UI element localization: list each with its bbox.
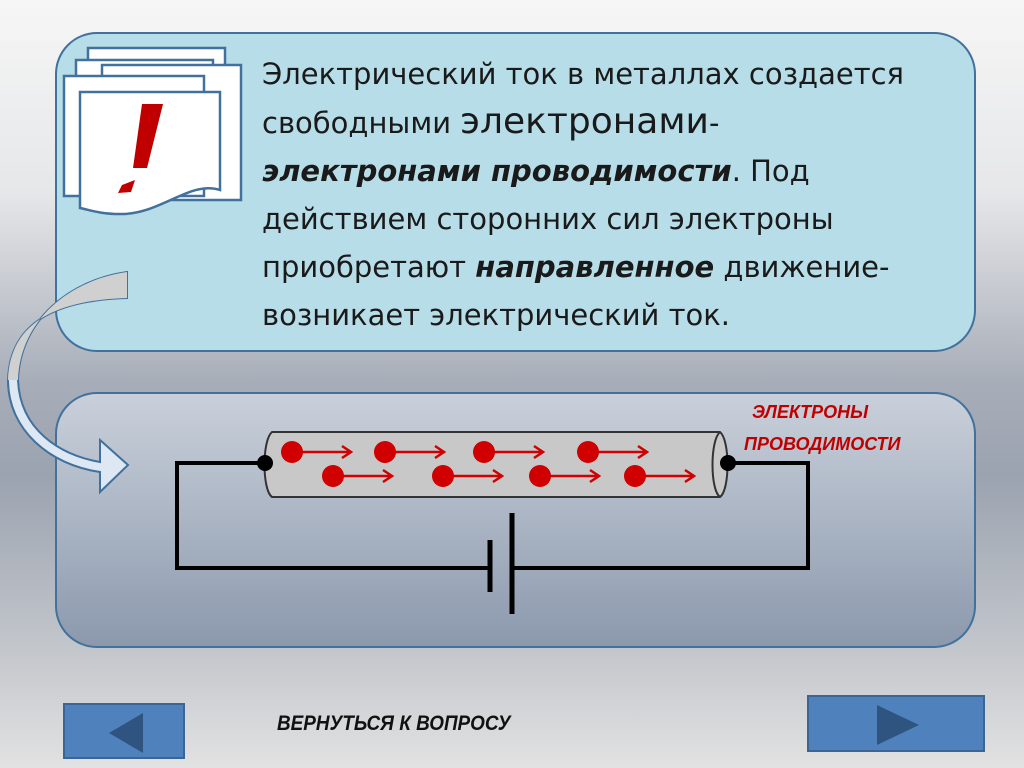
terminal-right (720, 455, 736, 471)
text-fragment: приобретают (262, 250, 476, 284)
next-button[interactable] (807, 695, 985, 752)
exclamation-documents-icon (62, 46, 243, 216)
electron (577, 441, 650, 463)
text-fragment: движение- (714, 250, 890, 284)
electrons-label: ЭЛЕКТРОНЫ (752, 402, 869, 422)
electron (624, 465, 697, 487)
text-line: действием сторонних сил электроны (262, 202, 834, 236)
statement-text: Электрический ток в металлах создается с… (262, 50, 962, 339)
electron (322, 465, 395, 487)
electron (374, 441, 447, 463)
text-fragment: свободными (262, 106, 461, 140)
term-directed: направленное (475, 250, 715, 284)
electron (281, 441, 354, 463)
term-conduction-electrons: электронами проводимости (262, 154, 732, 188)
conduction-label: ПРОВОДИМОСТИ (744, 434, 901, 454)
triangle-right-icon (877, 705, 919, 745)
back-to-question-link[interactable]: ВЕРНУТЬСЯ К ВОПРОСУ (277, 712, 511, 735)
text-fragment: электронами (460, 101, 709, 142)
electrons (281, 441, 697, 487)
prev-button[interactable] (63, 703, 185, 759)
electron (432, 465, 505, 487)
text-fragment: . Под (731, 154, 810, 188)
curved-arrow-icon (6, 270, 130, 495)
text-line: Электрический ток в металлах создается (262, 57, 904, 91)
text-fragment: - (708, 106, 720, 140)
terminal-left (257, 455, 273, 471)
electron (529, 465, 602, 487)
conductor-tube (263, 431, 729, 498)
circuit-wires (175, 461, 810, 614)
electron (473, 441, 546, 463)
triangle-left-icon (109, 713, 143, 753)
text-line: возникает электрический ток. (262, 298, 730, 332)
